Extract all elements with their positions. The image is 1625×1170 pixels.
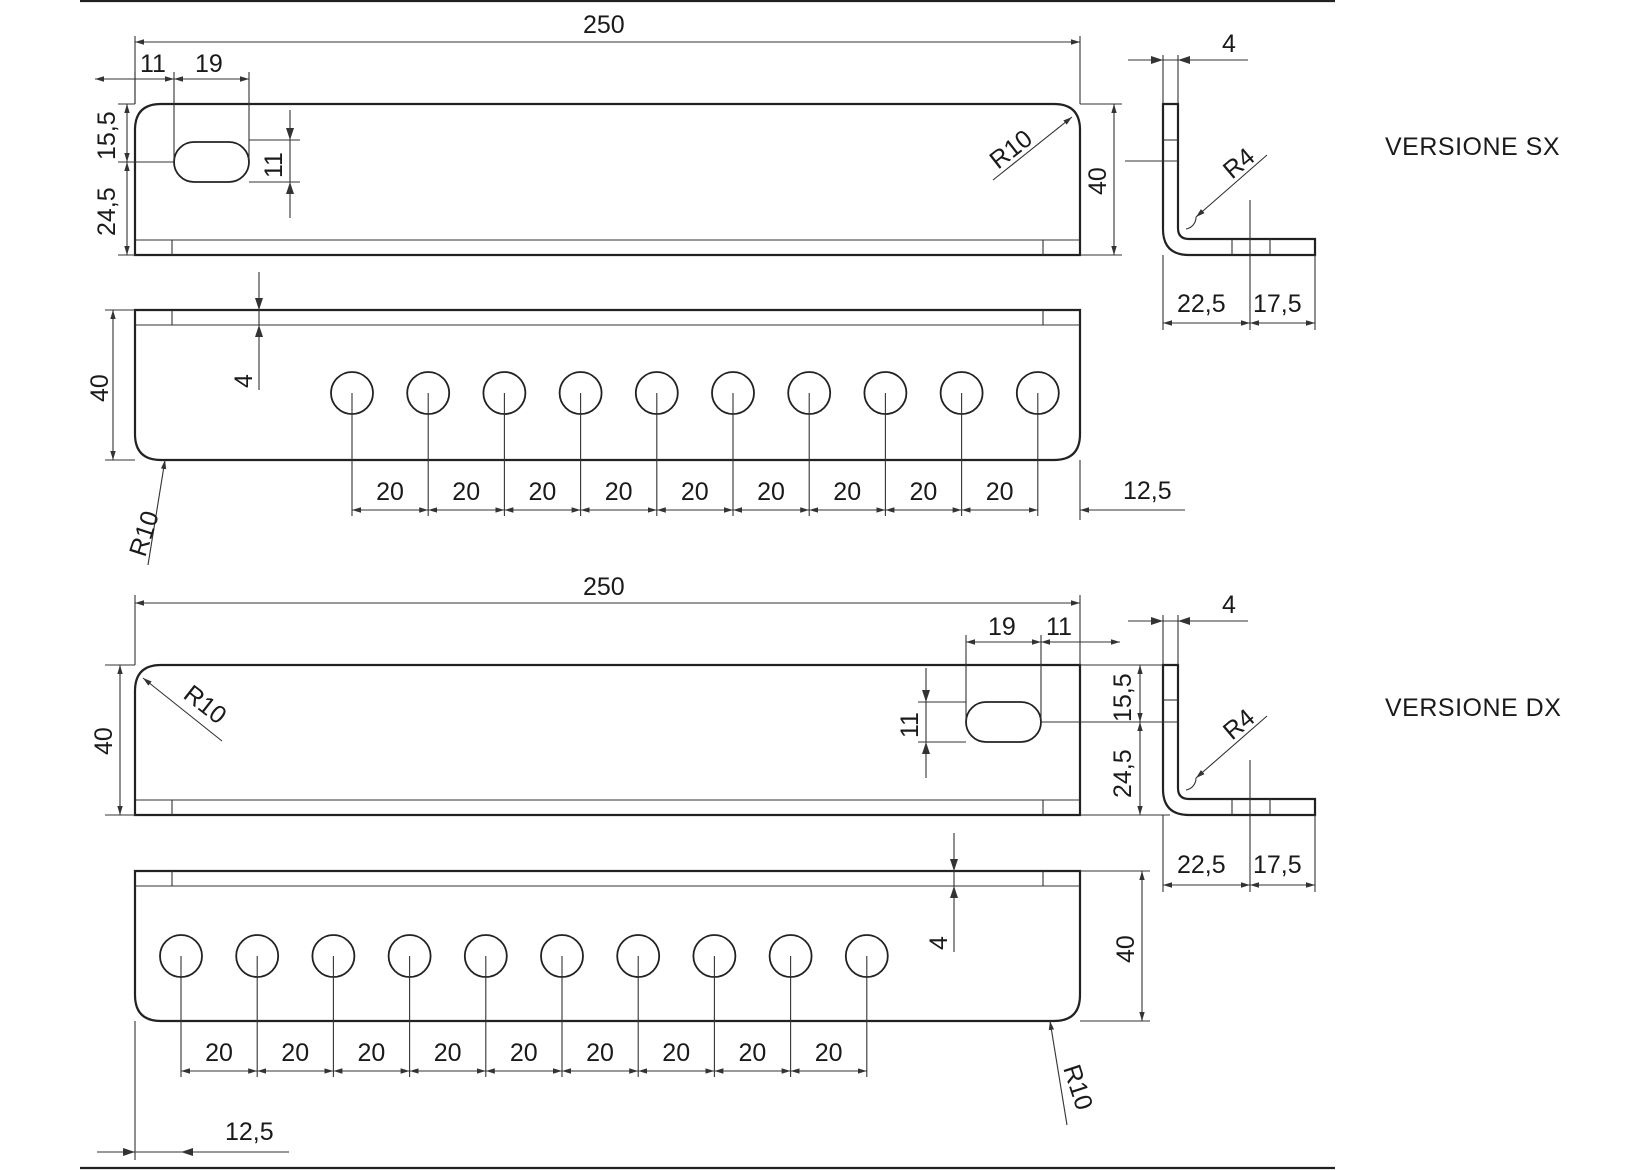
sx-side-r4-text: R4 [1218, 143, 1261, 185]
dx-front-12-5-arrow-a [123, 1148, 135, 1156]
dx-side-r4-text: R4 [1218, 704, 1261, 746]
dx-side-4-arrow-a [1151, 617, 1163, 625]
dx-front-4-text: 4 [925, 936, 953, 950]
sx-pitch-text: 20 [529, 478, 557, 506]
dx-side-view: 4 R4 22,5 17,5 [1041, 591, 1317, 892]
dx-side-profile [1161, 663, 1317, 817]
sx-side-view: 4 R4 22,5 17,5 [1125, 30, 1317, 330]
sx-pitch-dimensions: 20 20 20 20 20 20 20 20 20 [352, 478, 1038, 513]
sx-top-r10-text: R10 [984, 124, 1037, 174]
dx-front-12-5-arrow-b [181, 1148, 193, 1156]
sx-front-12-5-text: 12,5 [1123, 477, 1172, 505]
dx-top-r10-leader [142, 677, 223, 742]
sx-dim-15-5-text: 15,5 [93, 111, 121, 160]
dx-side-r4-arc [1185, 777, 1197, 791]
sx-top-plate-outline [133, 102, 1082, 257]
sx-dim-250-text: 250 [583, 11, 625, 39]
sx-pitch-text: 20 [605, 478, 633, 506]
sx-front-r10-leader [147, 459, 167, 566]
dx-pitch-text: 20 [510, 1039, 538, 1067]
sx-top-view: 250 11 19 11 15,5 24,5 [93, 11, 1122, 257]
dx-side-17-5-text: 17,5 [1253, 851, 1302, 879]
sx-front-r10-text: R10 [124, 508, 165, 560]
dx-front-4-arrow-a [950, 859, 958, 871]
sx-pitch-text: 20 [833, 478, 861, 506]
sx-pitch-text: 20 [681, 478, 709, 506]
dx-front-r10-leader [1048, 1020, 1068, 1126]
dx-pitch-text: 20 [434, 1039, 462, 1067]
sx-pitch-text: 20 [910, 478, 938, 506]
dx-slot [965, 701, 1042, 743]
dx-top-40-text: 40 [90, 727, 118, 755]
sx-pitch-text: 20 [452, 478, 480, 506]
dx-dim-slot-width-arrow-bottom [922, 742, 930, 754]
sx-dim-slot-width-arrow-bottom [286, 182, 294, 194]
sx-front-4-arrow-a [255, 298, 263, 310]
version-dx: VERSIONE DX 250 19 11 11 [90, 573, 1561, 1160]
sx-dim-19-text: 19 [195, 50, 223, 78]
dx-pitch-text: 20 [586, 1039, 614, 1067]
sx-side-r4-leader [1195, 154, 1268, 218]
version-sx: VERSIONE SX 250 11 19 [86, 11, 1560, 566]
dx-pitch-text: 20 [662, 1039, 690, 1067]
dx-pitch-text: 20 [815, 1039, 843, 1067]
dx-dim-19-text: 19 [988, 613, 1016, 641]
sx-pitch-text: 20 [986, 478, 1014, 506]
dx-dim-250-text: 250 [583, 573, 625, 601]
dx-pitch-text: 20 [281, 1039, 309, 1067]
dx-hole-row [159, 934, 889, 1077]
dx-dim-15-5-text: 15,5 [1109, 673, 1137, 722]
dx-dim-slot-width-arrow-top [922, 690, 930, 702]
sx-hole-row [330, 371, 1060, 516]
sx-dim-11-text: 11 [140, 50, 166, 78]
sx-side-r4-arc [1185, 216, 1197, 230]
sx-side-profile [1161, 102, 1317, 257]
dx-side-4-arrow-b [1178, 617, 1190, 625]
sx-side-17-5-text: 17,5 [1253, 290, 1302, 318]
sx-front-40-text: 40 [86, 374, 114, 402]
sx-front-plate-outline [133, 308, 1082, 462]
version-sx-label: VERSIONE SX [1385, 133, 1560, 161]
dx-pitch-text: 20 [358, 1039, 386, 1067]
version-dx-label: VERSIONE DX [1385, 694, 1561, 722]
dx-top-plate-outline [133, 663, 1082, 817]
dx-pitch-dimensions: 20 20 20 20 20 20 20 20 20 [181, 1039, 867, 1074]
sx-top-r10-leader [992, 116, 1073, 181]
dx-dim-slot-width-text: 11 [896, 712, 924, 738]
dx-dim-24-5-text: 24,5 [1109, 749, 1137, 798]
sx-side-4-arrow-b [1178, 56, 1190, 64]
dx-side-4-text: 4 [1222, 591, 1236, 619]
sx-side-22-5-text: 22,5 [1177, 290, 1226, 318]
sx-pitch-text: 20 [376, 478, 404, 506]
dx-top-view: 250 19 11 11 15,5 24,5 R10 [90, 573, 1170, 817]
dx-pitch-text: 20 [739, 1039, 767, 1067]
dx-front-12-5-text: 12,5 [225, 1118, 274, 1146]
sx-front-4-text: 4 [230, 374, 258, 388]
sx-dim-slot-width-arrow-top [286, 128, 294, 140]
sx-pitch-text: 20 [757, 478, 785, 506]
dx-front-4-arrow-b [950, 886, 958, 898]
dx-dim-11-text: 11 [1046, 613, 1072, 641]
sx-dim-24-5-text: 24,5 [93, 187, 121, 236]
sx-slot [173, 141, 250, 183]
dx-pitch-text: 20 [205, 1039, 233, 1067]
dx-side-22-5-text: 22,5 [1177, 851, 1226, 879]
dx-top-r10-text: R10 [178, 680, 231, 730]
dx-side-r4-leader [1195, 715, 1268, 779]
sx-side-4-text: 4 [1222, 30, 1236, 58]
sx-front-view: 20 20 20 20 20 20 20 20 20 40 4 R10 12,5 [86, 272, 1185, 566]
sx-top-40-text: 40 [1084, 167, 1112, 195]
sx-side-4-arrow-a [1151, 56, 1163, 64]
dx-front-40-text: 40 [1112, 935, 1140, 963]
sx-front-4-arrow-b [255, 325, 263, 337]
sx-dim-slot-width-text: 11 [260, 152, 288, 178]
